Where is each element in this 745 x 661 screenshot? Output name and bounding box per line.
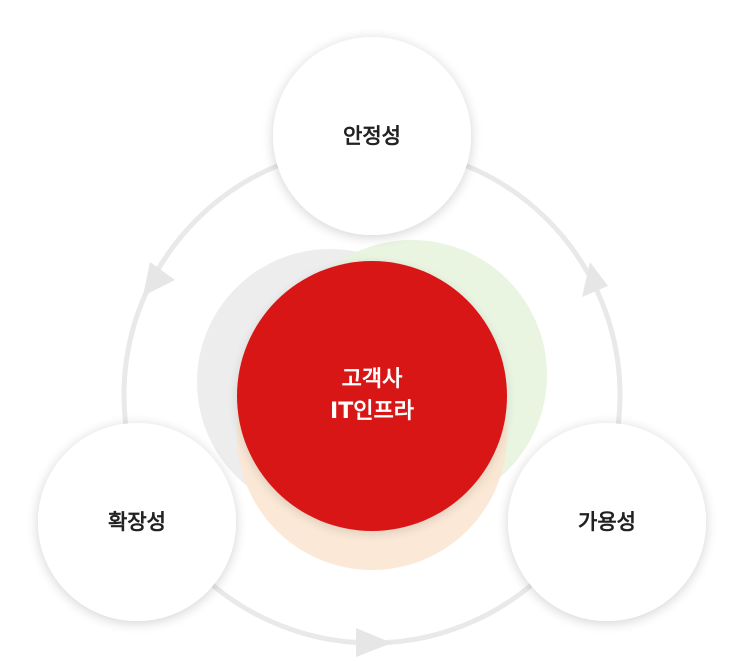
node-right: 가용성 (508, 423, 706, 621)
node-top-label: 안정성 (343, 124, 401, 148)
arrow-bottom-icon (356, 628, 392, 657)
node-top: 안정성 (273, 37, 471, 235)
node-left: 확장성 (38, 423, 236, 621)
node-right-label: 가용성 (578, 510, 636, 534)
arrow-left-icon (143, 262, 175, 296)
center-circle (237, 261, 507, 531)
arrow-right-icon (582, 262, 608, 297)
center-label-line1: 고객사 (342, 367, 403, 392)
center-label-line2: IT인프라 (330, 399, 415, 424)
node-left-label: 확장성 (108, 510, 166, 534)
